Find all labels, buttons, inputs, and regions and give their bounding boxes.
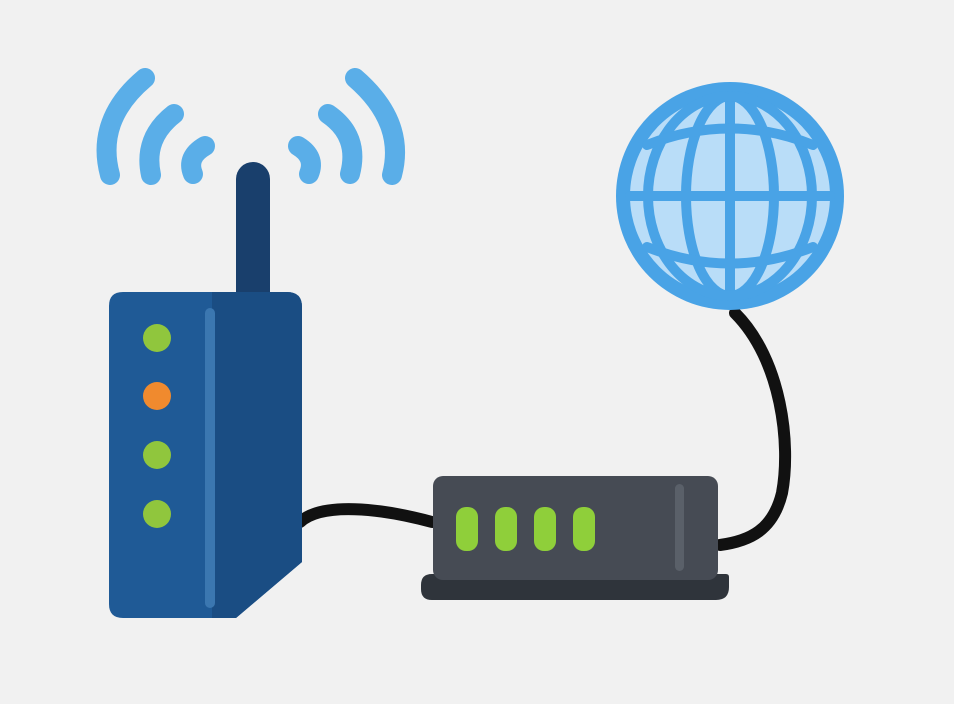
wifi-wave-right-inner [288,136,321,184]
modem-led-1 [456,507,478,551]
modem-led-2 [495,507,517,551]
wifi-wave-left-inner [181,136,215,184]
modem-led-3 [534,507,556,551]
wifi-signal-icon [96,68,405,185]
globe-icon [616,82,844,310]
router-antenna [236,162,270,318]
router-to-modem-cable [294,503,438,528]
wifi-wave-left-outer [96,68,155,185]
router-led-4 [143,500,171,528]
globe-to-modem-cable [714,307,792,551]
modem-highlight [675,484,684,571]
router-led-1 [143,324,171,352]
wireless-router-icon [109,162,302,618]
wifi-wave-right-middle [318,104,363,184]
wifi-wave-left-middle [139,104,184,185]
ethernet-cable-icon [294,307,792,551]
router-highlight [205,308,215,608]
modem-base [421,574,729,600]
modem-led-4 [573,507,595,551]
router-led-2 [143,382,171,410]
wifi-wave-right-outer [345,68,405,185]
router-led-3 [143,441,171,469]
modem-icon [421,476,729,600]
router-side-shade [212,292,302,618]
globe-grid [625,91,835,301]
